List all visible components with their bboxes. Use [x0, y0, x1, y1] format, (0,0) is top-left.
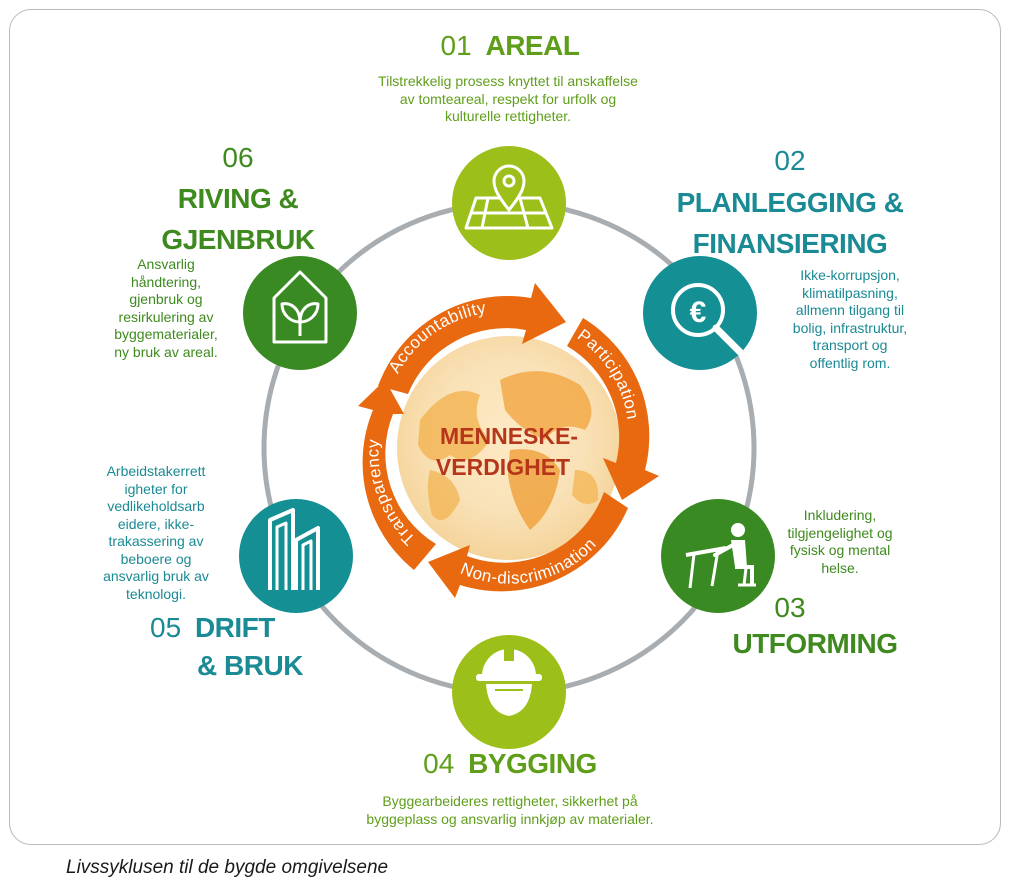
stage-05-number: 05	[150, 612, 182, 643]
stage-04-number: 04	[423, 748, 455, 779]
stage-02-title: PLANLEGGING &FINANSIERING	[676, 187, 904, 259]
diagram-frame	[9, 9, 1001, 845]
globe	[397, 336, 621, 560]
euro-magnifier-icon: €	[671, 283, 744, 356]
stage-06-number: 06	[222, 142, 254, 173]
stage-04-circle	[452, 635, 566, 749]
stage-04-title: BYGGING	[468, 748, 597, 779]
principles-cycle	[358, 283, 659, 598]
stage-05-title-line2: & BRUK	[197, 650, 303, 681]
stage-03-title: UTFORMING	[732, 628, 898, 659]
stage-01-number: 01	[440, 30, 472, 61]
stage-02-description: Ikke-korrupsjon,klimatilpasning,allmenn …	[792, 267, 908, 371]
buildings-icon	[268, 508, 320, 590]
stage-05-heading: 05 DRIFT	[150, 612, 290, 644]
stage-01-description: Tilstrekkelig prosess knyttet til anskaf…	[378, 73, 638, 124]
stage-01-heading: 01 AREAL	[380, 30, 640, 62]
stage-01-title: AREAL	[485, 30, 580, 61]
stage-05-title-line1: DRIFT	[194, 612, 275, 643]
hard-hat-worker-icon	[476, 647, 542, 716]
map-pin-icon	[464, 164, 554, 230]
stage-06-circle	[243, 256, 357, 370]
stage-04-heading: 04 BYGGING	[400, 748, 620, 780]
stage-05-circle	[239, 499, 353, 613]
figure-caption: Livssyklusen til de bygde omgivelsene	[66, 857, 389, 878]
center-title-line1: MENNESKE-	[440, 423, 578, 449]
stage-03-number: 03	[774, 592, 806, 623]
stage-06-title: RIVING &GJENBRUK	[161, 183, 315, 255]
stage-01-circle	[452, 146, 566, 260]
house-plant-icon	[272, 270, 328, 344]
stage-02-circle: €	[643, 256, 757, 370]
svg-text:€: €	[690, 296, 707, 329]
designer-desk-icon	[685, 523, 756, 589]
stage-03-circle	[661, 499, 775, 613]
center-title-line2: VERDIGHET	[436, 454, 570, 480]
stage-02-number: 02	[774, 145, 806, 176]
stage-04-description: Byggearbeideres rettigheter, sikkerhet p…	[366, 793, 654, 827]
